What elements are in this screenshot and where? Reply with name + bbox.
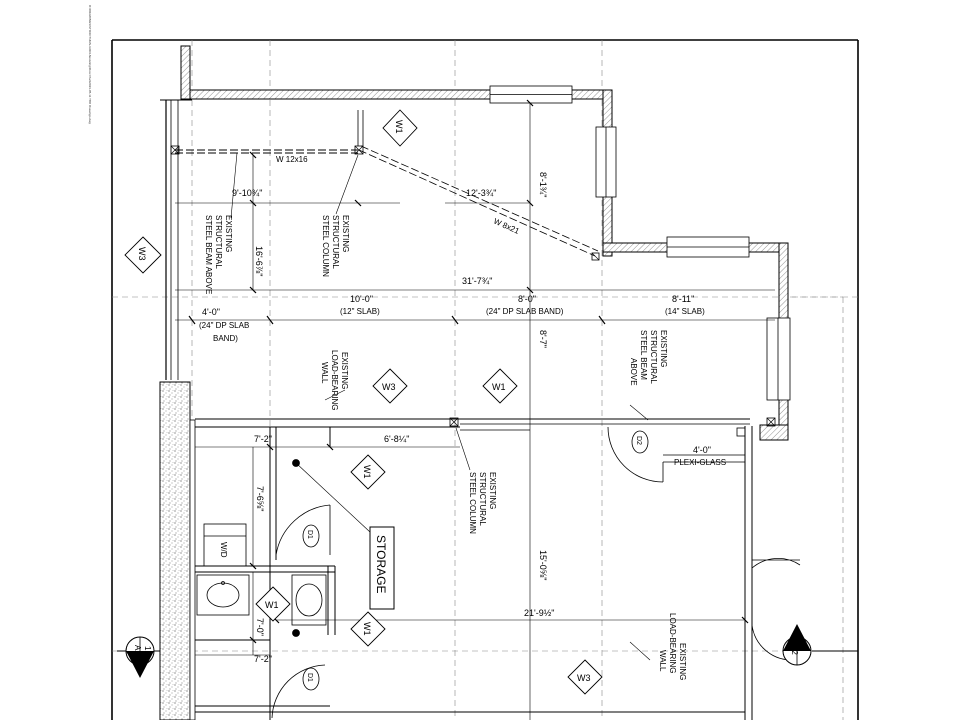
dim-15-0: 15'-0⅝" — [538, 550, 548, 580]
interior-walls — [195, 418, 753, 720]
dim-12-3: 12'-3¾" — [466, 188, 496, 198]
svg-text:STEEL BEAM: STEEL BEAM — [639, 330, 648, 380]
room-label-storage: STORAGE — [369, 526, 395, 610]
tag-w1-mid: W1 — [482, 368, 518, 404]
svg-text:D:\DRAWINGS\STRUCTURAL\ARCH\Ex: D:\DRAWINGS\STRUCTURAL\ARCH\Existing\Flo… — [88, 5, 92, 124]
svg-text:A2: A2 — [790, 645, 799, 655]
svg-text:WALL: WALL — [320, 362, 329, 384]
svg-text:EXISTING: EXISTING — [659, 330, 668, 367]
note-lbw-bottom: EXISTING LOAD-BEARING WALL — [658, 613, 687, 680]
svg-text:LOAD-BEARING: LOAD-BEARING — [330, 350, 339, 410]
svg-text:W1: W1 — [362, 622, 372, 636]
svg-text:LOAD-BEARING: LOAD-BEARING — [668, 613, 677, 673]
sheet-border — [111, 39, 859, 720]
section-marker-left: 1 A2 — [117, 636, 160, 678]
dim-10-0: 10'-0" — [350, 294, 373, 304]
svg-text:EXISTING: EXISTING — [488, 472, 497, 509]
svg-text:W1: W1 — [265, 600, 279, 610]
dim-6-8: 6'-8¼" — [384, 434, 409, 444]
slab-24dp-band-2: (24" DP SLAB BAND) — [486, 307, 564, 316]
tag-w1-bath: W1 — [255, 586, 291, 622]
dim-4-0: 4'-0" — [202, 307, 220, 317]
section-marker-right: 1 A2 — [782, 624, 858, 666]
svg-text:WALL: WALL — [658, 650, 667, 672]
dimension-ticks — [188, 99, 749, 644]
slab-texts: (24" DP SLAB BAND) (12" SLAB) (24" DP SL… — [199, 307, 705, 343]
dim-7-2a: 7'-2" — [254, 434, 272, 444]
windows — [489, 85, 791, 401]
svg-text:W1: W1 — [362, 465, 372, 479]
sheet-path-label: D:\DRAWINGS\STRUCTURAL\ARCH\Existing\Flo… — [88, 5, 92, 124]
note-column-top: EXISTING STRUCTURAL STEEL COLUMN — [321, 215, 350, 277]
grid-lines — [112, 40, 858, 720]
plexi-glass-label: PLEXI-GLASS — [674, 458, 726, 467]
svg-text:STRUCTURAL: STRUCTURAL — [214, 215, 223, 269]
tag-w3-left: W3 — [124, 236, 162, 274]
svg-text:STEEL BEAM ABOVE: STEEL BEAM ABOVE — [204, 215, 213, 294]
svg-text:STRUCTURAL: STRUCTURAL — [478, 472, 487, 526]
note-beam-right: EXISTING STRUCTURAL STEEL BEAM ABOVE — [629, 330, 668, 386]
dim-7-0: 7'-0" — [255, 618, 265, 636]
tag-d1-lower: D1 — [302, 667, 320, 691]
slab-24dp: (24" DP SLAB — [199, 321, 249, 330]
svg-text:EXISTING: EXISTING — [678, 643, 687, 680]
dim-31-7: 31'-7¾" — [462, 276, 492, 286]
svg-text:A2: A2 — [133, 645, 142, 655]
beam-w12x16: W 12x16 — [276, 155, 308, 164]
svg-text:1: 1 — [143, 646, 152, 651]
svg-text:EXISTING: EXISTING — [340, 352, 349, 389]
beam-w8x21: W 8x21 — [492, 217, 521, 236]
tag-d1-upper: D1 — [302, 524, 320, 548]
doors — [271, 426, 801, 719]
svg-text:ABOVE: ABOVE — [629, 358, 638, 386]
tag-w1-top: W1 — [382, 109, 418, 147]
tag-w3-bottom: W3 — [567, 659, 603, 695]
slab-14: (14" SLAB) — [665, 307, 705, 316]
dim-7-2b: 7'-2" — [254, 654, 272, 664]
svg-text:STEEL COLUMN: STEEL COLUMN — [468, 472, 477, 534]
tag-w1-lower: W1 — [350, 611, 386, 647]
svg-text:W1: W1 — [492, 382, 506, 392]
dim-8-0: 8'-0" — [518, 294, 536, 304]
washer-dryer-label: W/D — [219, 542, 228, 558]
slab-24dp-band: BAND) — [213, 334, 238, 343]
note-column-mid: EXISTING STRUCTURAL STEEL COLUMN — [468, 472, 497, 534]
svg-text:STRUCTURAL: STRUCTURAL — [649, 330, 658, 384]
dim-8-1: 8'-1¾" — [538, 172, 548, 197]
dim-4-0b: 4'-0" — [693, 445, 711, 455]
svg-text:STEEL COLUMN: STEEL COLUMN — [321, 215, 330, 277]
note-beam-left: EXISTING STRUCTURAL STEEL BEAM ABOVE — [204, 215, 233, 294]
dimension-texts: 9'-10¾" 12'-3¾" 8'-1¾" 16'-6⅞" 31'-7¾" 4… — [202, 172, 711, 664]
leader-lines — [230, 152, 651, 661]
tag-d2: D2 — [631, 430, 649, 454]
svg-text:W1: W1 — [394, 120, 404, 134]
dim-9-10: 9'-10¾" — [232, 188, 262, 198]
tag-w1-storage: W1 — [350, 454, 386, 490]
svg-text:D2: D2 — [635, 436, 642, 445]
dim-8-11: 8'-11" — [672, 294, 694, 304]
dim-21-9: 21'-9½" — [524, 608, 554, 618]
svg-text:EXISTING: EXISTING — [224, 215, 233, 252]
note-lbw-top: EXISTING LOAD-BEARING WALL — [320, 350, 349, 410]
svg-text:W3: W3 — [577, 673, 591, 683]
svg-text:W3: W3 — [137, 247, 147, 261]
slab-12: (12" SLAB) — [340, 307, 380, 316]
svg-text:STORAGE: STORAGE — [374, 535, 388, 593]
dim-16-6: 16'-6⅞" — [254, 246, 264, 276]
svg-text:D1: D1 — [306, 530, 313, 539]
exterior-walls — [159, 45, 789, 720]
dim-8-7: 8'-7" — [538, 330, 548, 348]
dimension-lines — [175, 103, 775, 720]
svg-text:D1: D1 — [306, 673, 313, 682]
tag-w3-mid: W3 — [372, 368, 408, 404]
svg-text:STRUCTURAL: STRUCTURAL — [331, 215, 340, 269]
svg-text:1: 1 — [800, 646, 809, 651]
steel-members — [170, 110, 776, 437]
svg-text:EXISTING: EXISTING — [341, 215, 350, 252]
dim-7-6: 7'-6⅝" — [255, 486, 265, 511]
svg-text:W3: W3 — [382, 382, 396, 392]
